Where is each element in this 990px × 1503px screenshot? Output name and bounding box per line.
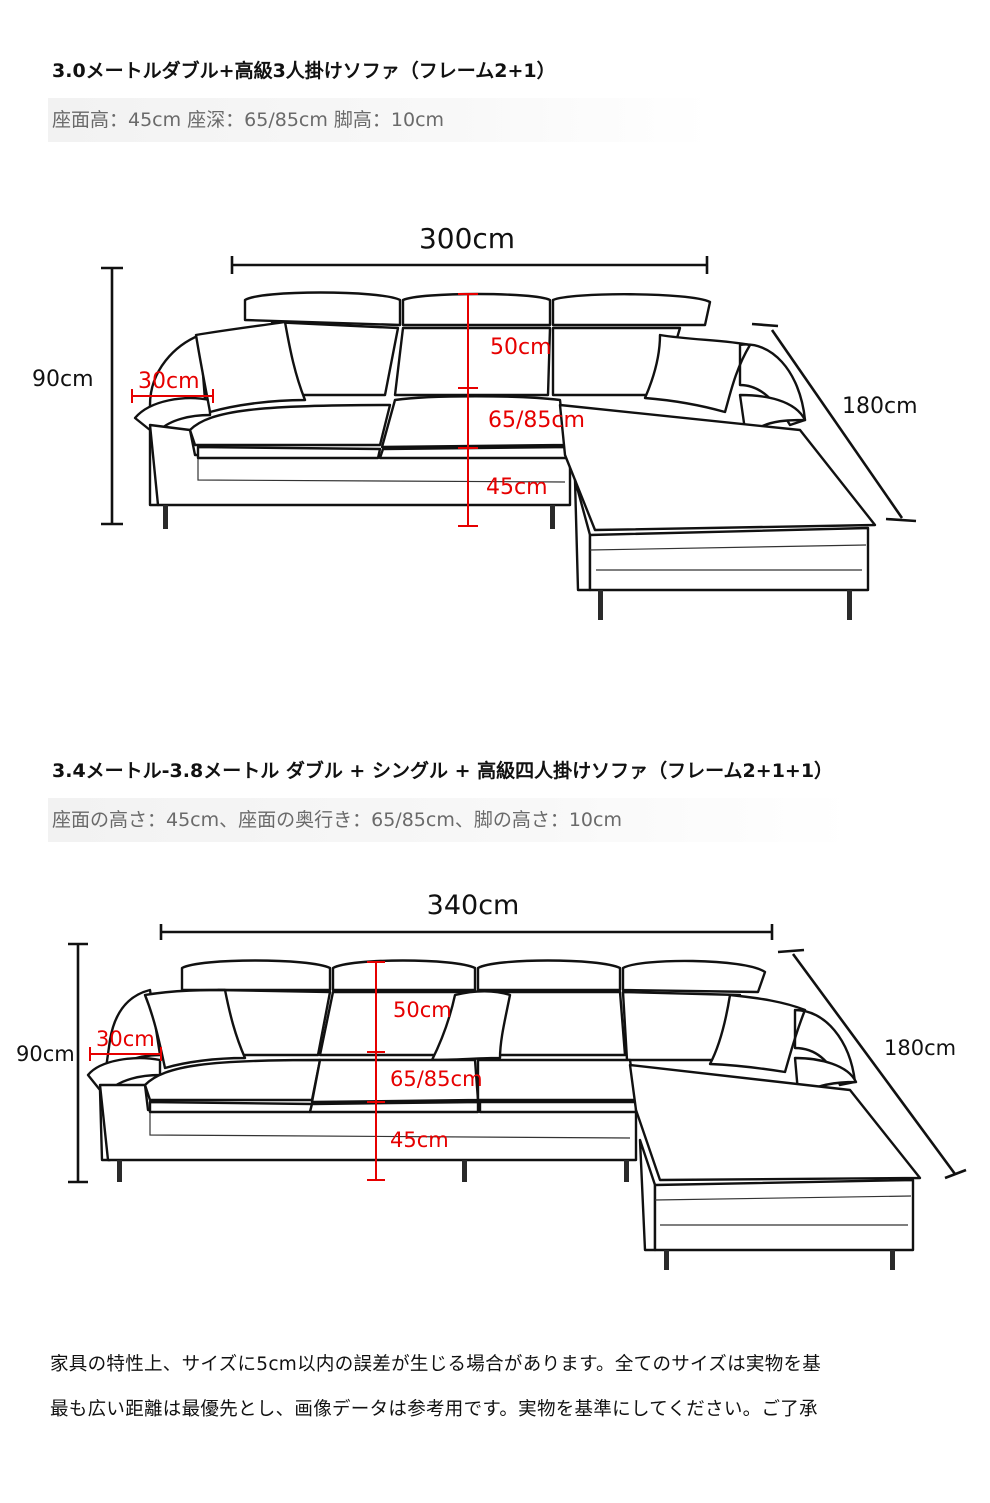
sofa-diagram-2: 340cm 90cm 180cm 30cm 50cm 65/85cm 45cm bbox=[16, 890, 967, 1270]
sofa-illustration-1 bbox=[133, 291, 877, 620]
arm-width-label-2: 30cm bbox=[96, 1027, 155, 1051]
disclaimer-line-2: 最も広い距離は最優先とし、画像データは参考用です。実物を基準にしてください。ご了… bbox=[50, 1399, 818, 1420]
back-height-label-2: 50cm bbox=[393, 998, 452, 1022]
chaise-dimension-line bbox=[770, 329, 904, 519]
section1-title: 3.0メートルダブル+高級3人掛けソファ（フレーム2+1） bbox=[52, 60, 556, 82]
chaise-label: 180cm bbox=[842, 394, 918, 419]
chaise-dimension-line-2 bbox=[791, 953, 957, 1175]
seat-height-label-2: 45cm bbox=[390, 1128, 449, 1152]
seat-depth-label: 65/85cm bbox=[488, 408, 585, 433]
seat-height-label: 45cm bbox=[486, 475, 548, 500]
section1-specs: 座面高：45cm 座深：65/85cm 脚高：10cm bbox=[48, 98, 712, 142]
disclaimer-line-1: 家具の特性上、サイズに5cm以内の誤差が生じる場合があります。全てのサイズは実物… bbox=[50, 1354, 822, 1375]
sofa-illustration-2 bbox=[86, 959, 922, 1270]
chaise-label-2: 180cm bbox=[884, 1036, 956, 1060]
height-label: 90cm bbox=[32, 367, 94, 392]
sofa-diagram-1: 300cm 90cm 180cm 30cm 50cm 65/85cm 45cm bbox=[32, 222, 918, 620]
section2-specs: 座面の高さ：45cm、座面の奥行き：65/85cm、脚の高さ：10cm bbox=[48, 798, 852, 842]
height-label-2: 90cm bbox=[16, 1042, 75, 1066]
seat-depth-label-2: 65/85cm bbox=[390, 1067, 483, 1091]
section2-title: 3.4メートル-3.8メートル ダブル + シングル + 高級四人掛けソファ（フ… bbox=[52, 760, 834, 782]
width-label-2: 340cm bbox=[427, 890, 520, 921]
back-height-label: 50cm bbox=[490, 335, 552, 360]
width-label: 300cm bbox=[419, 222, 515, 255]
arm-width-label: 30cm bbox=[138, 369, 200, 394]
